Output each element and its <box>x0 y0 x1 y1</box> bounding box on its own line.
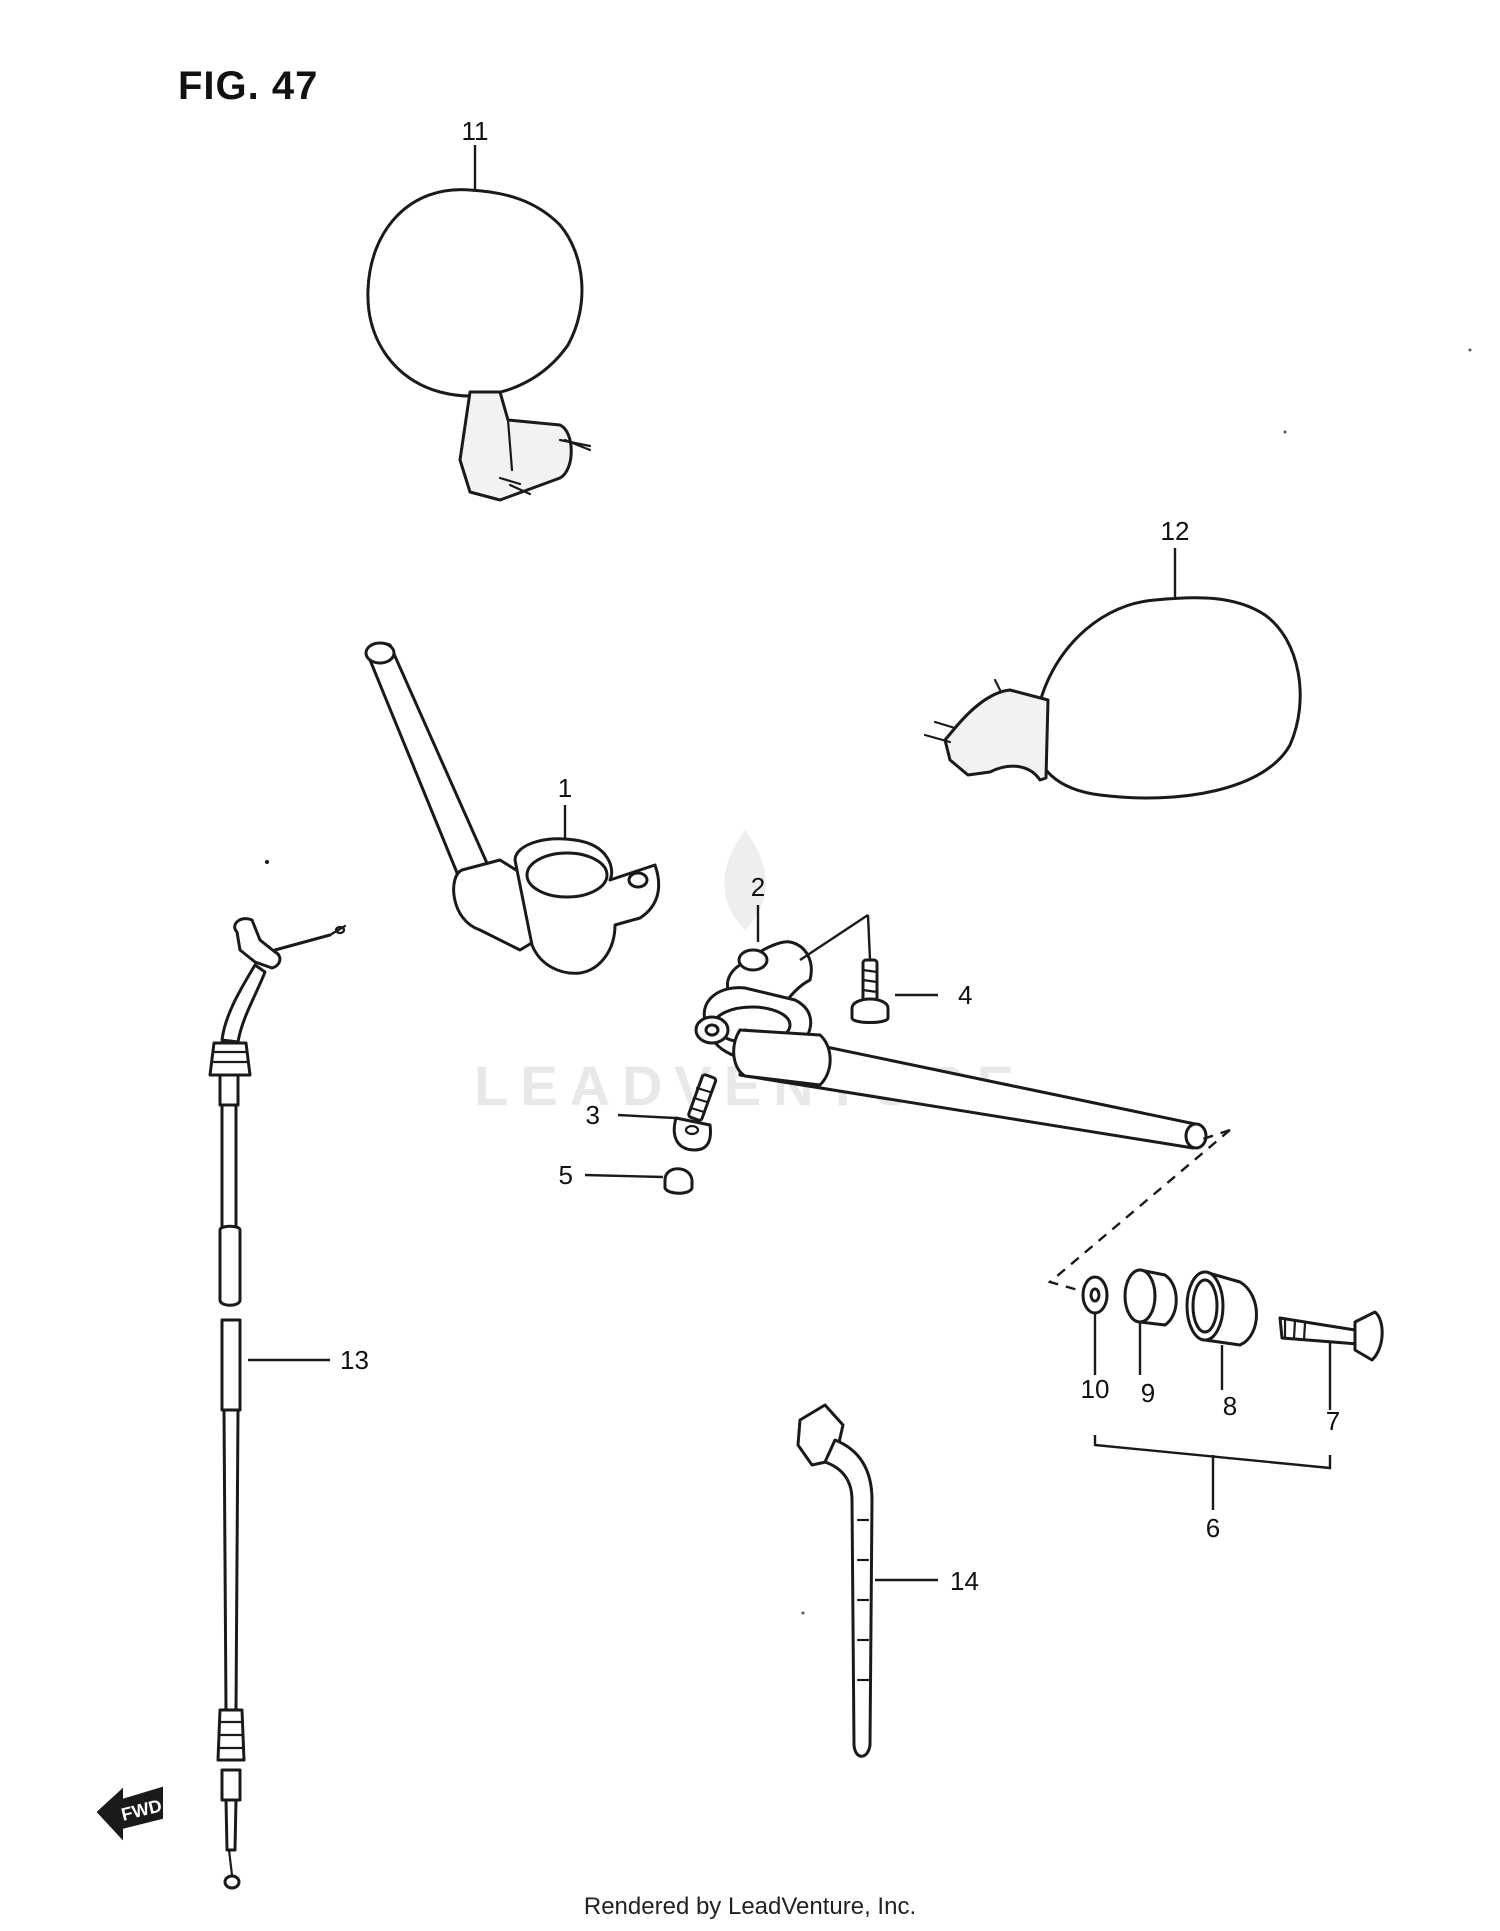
callout-10: 10 <box>1081 1374 1110 1404</box>
callout-2: 2 <box>751 872 765 902</box>
footer-credit: Rendered by LeadVenture, Inc. <box>583 1893 917 1920</box>
right-mirror[interactable] <box>923 596 1302 800</box>
bolt-4[interactable] <box>850 958 890 1024</box>
cable-tie[interactable] <box>796 1403 874 1758</box>
washer-10[interactable] <box>1081 1275 1109 1315</box>
bolt-3[interactable] <box>672 1073 718 1152</box>
collar-9[interactable] <box>1123 1268 1178 1327</box>
callout-13: 13 <box>340 1345 369 1375</box>
callout-3: 3 <box>586 1100 600 1130</box>
callout-4: 4 <box>958 980 972 1010</box>
callout-7: 7 <box>1326 1406 1340 1436</box>
figure-title: FIG. 47 <box>178 64 319 108</box>
leader-lines <box>248 145 1332 1582</box>
left-handlebar[interactable] <box>364 641 661 975</box>
bar-end-weight-8[interactable] <box>1185 1270 1258 1347</box>
callout-12: 12 <box>1161 516 1190 546</box>
callout-1: 1 <box>558 773 572 803</box>
throttle-cable[interactable] <box>208 860 347 1890</box>
right-clamp[interactable] <box>694 940 813 1062</box>
callout-9: 9 <box>1141 1378 1155 1408</box>
fwd-arrow-icon: FWD <box>96 1786 164 1841</box>
callout-8: 8 <box>1223 1391 1237 1421</box>
callout-5: 5 <box>559 1160 573 1190</box>
callout-11: 11 <box>462 116 489 146</box>
callout-14: 14 <box>950 1566 979 1596</box>
right-handlebar[interactable] <box>732 1028 1208 1150</box>
callout-6: 6 <box>1206 1513 1220 1543</box>
cap-5[interactable] <box>663 1167 694 1195</box>
bar-end-bolt-7[interactable] <box>1278 1310 1384 1362</box>
left-mirror[interactable] <box>366 188 592 502</box>
